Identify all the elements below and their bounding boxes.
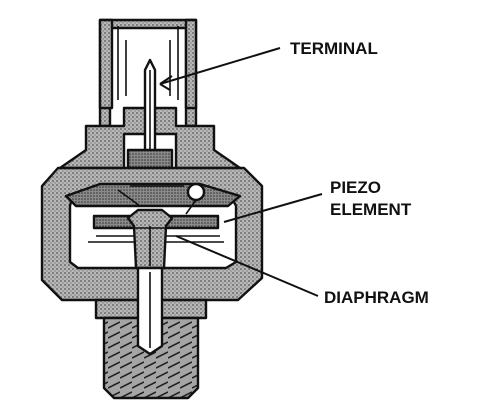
diaphragm-leader (175, 235, 319, 297)
diaphragm-label: DIAPHRAGM (324, 288, 429, 307)
threaded-port (94, 266, 208, 400)
diaphragm (120, 208, 184, 270)
terminal-arrowhead (159, 75, 173, 91)
piezo-leader (223, 193, 323, 223)
piezo-label-line1: PIEZO (330, 178, 381, 197)
terminal-label: TERMINAL (290, 39, 378, 58)
piezo-label-line2: ELEMENT (330, 200, 412, 219)
terminal-leader (159, 47, 281, 85)
leader-lines (159, 47, 323, 297)
